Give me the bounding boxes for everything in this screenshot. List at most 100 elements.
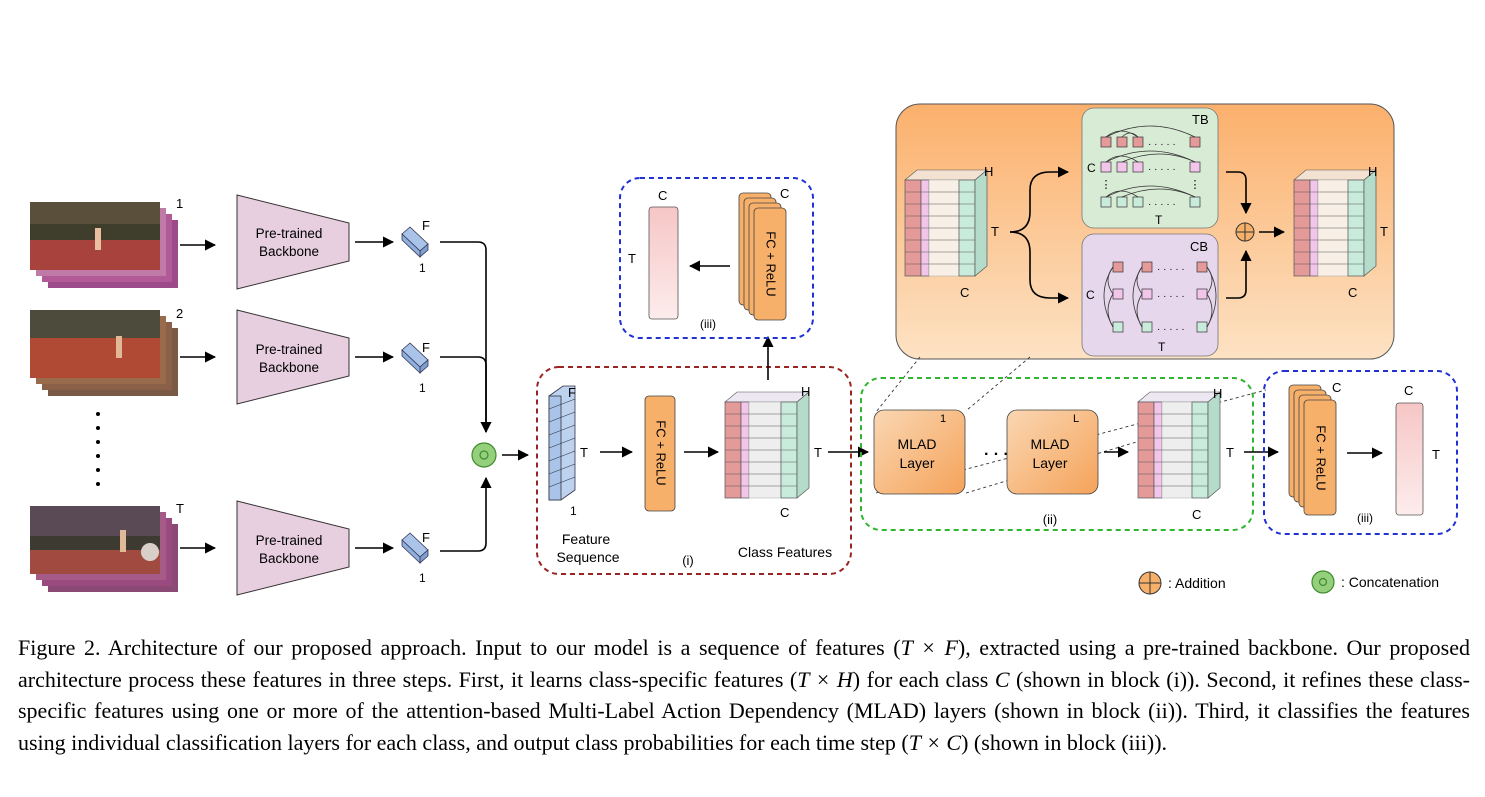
backbone-3: Pre-trained Backbone: [236, 500, 350, 596]
svg-text:FC + ReLU: FC + ReLU: [654, 420, 669, 485]
svg-text:FC + ReLU: FC + ReLU: [764, 231, 779, 296]
svg-text:MLAD: MLAD: [898, 436, 937, 452]
svg-text:T: T: [628, 251, 636, 266]
class-features-cube: H T C Class Features: [724, 384, 832, 560]
svg-text:Backbone: Backbone: [259, 244, 319, 259]
svg-text:Layer: Layer: [1032, 455, 1067, 471]
block-i-border: [536, 366, 852, 575]
class-probabilities-top: C T: [628, 188, 679, 320]
svg-text:C: C: [780, 505, 789, 520]
frame-stack-3: [30, 506, 178, 592]
svg-text:1: 1: [940, 413, 946, 425]
svg-text:F: F: [422, 530, 430, 545]
svg-text:C: C: [1086, 288, 1095, 302]
svg-text:CB: CB: [1190, 239, 1208, 254]
feature-vector-2: F 1: [401, 340, 430, 395]
frame-arrows: [180, 239, 217, 554]
svg-text:T: T: [1432, 447, 1440, 462]
figure-caption: Figure 2. Architecture of our proposed a…: [18, 635, 1470, 755]
svg-text:C: C: [1404, 383, 1413, 398]
backbone-1: Pre-trained Backbone: [236, 194, 350, 290]
svg-text:· · · · ·: · · · · ·: [1157, 291, 1185, 302]
svg-text:· · · · ·: · · · · ·: [1148, 139, 1176, 150]
svg-text:H: H: [1368, 164, 1377, 179]
backbone-arrows: [355, 236, 395, 554]
frame-label-1: 1: [176, 196, 183, 211]
block-i-label: (i): [682, 553, 694, 568]
mlad-ellipsis: · · ·: [984, 446, 1009, 463]
block-iii-right-border: [1263, 370, 1458, 535]
svg-text:MLAD: MLAD: [1031, 436, 1070, 452]
svg-text:F: F: [422, 218, 430, 233]
class-probabilities-right: C T: [1395, 383, 1440, 516]
svg-text:F: F: [422, 340, 430, 355]
legend-addition: : Addition: [1138, 571, 1226, 595]
block-ii-border: [860, 377, 1254, 531]
frame-stack-1: [30, 202, 178, 288]
cb-to-addition: [1226, 249, 1252, 299]
svg-text:L: L: [1073, 413, 1079, 425]
mlad-detail-panel: [895, 103, 1395, 360]
svg-text:T: T: [991, 224, 999, 239]
svg-text:T: T: [1380, 224, 1388, 239]
svg-text:1: 1: [419, 381, 426, 395]
svg-text:Feature: Feature: [562, 531, 610, 547]
frame-stack-2: [30, 310, 178, 396]
svg-text:Backbone: Backbone: [259, 551, 319, 566]
concatenation-node: [471, 442, 497, 468]
addition-node: [1235, 222, 1255, 242]
tb-to-addition: [1226, 171, 1252, 215]
backbone-2: Pre-trained Backbone: [236, 309, 350, 405]
svg-text:Pre-trained: Pre-trained: [256, 533, 323, 548]
svg-text:· · · · ·: · · · · ·: [1157, 324, 1185, 335]
svg-text:Sequence: Sequence: [556, 549, 619, 565]
svg-text:T: T: [580, 445, 588, 460]
fc-relu-block-i: FC + ReLU: [644, 395, 676, 512]
svg-text:H: H: [984, 164, 993, 179]
svg-text:1: 1: [570, 504, 577, 518]
refined-features-cube: H T C: [1137, 386, 1234, 522]
classifier-stack-right: FC + ReLU C: [1288, 380, 1341, 516]
block-iii-top-label: (iii): [700, 317, 716, 331]
svg-text:T: T: [1226, 445, 1234, 460]
block-iii-top-border: [619, 177, 814, 339]
frame-label-T: T: [176, 501, 184, 516]
svg-text:· · · · ·: · · · · ·: [1148, 164, 1176, 175]
svg-text:: Addition: : Addition: [1168, 575, 1226, 591]
svg-text:Pre-trained: Pre-trained: [256, 342, 323, 357]
svg-text:T: T: [814, 445, 822, 460]
svg-text:T: T: [1155, 213, 1163, 227]
class-block: CB C T · · · · · · · · · · · · · · ·: [1081, 233, 1219, 357]
svg-text:C: C: [1348, 285, 1357, 300]
block-iii-right-label: (iii): [1357, 511, 1373, 525]
block-ii-label: (ii): [1043, 512, 1057, 527]
svg-text:FC + ReLU: FC + ReLU: [1314, 425, 1329, 490]
mlad-layer-1: 1 MLAD Layer: [873, 409, 966, 495]
svg-text:Backbone: Backbone: [259, 360, 319, 375]
svg-text:Class Features: Class Features: [738, 544, 832, 560]
svg-text:H: H: [1213, 386, 1222, 401]
svg-text:⋮: ⋮: [1190, 179, 1201, 191]
temporal-block: TB C T · · · · · · · · · · · · · · · ⋮ ⋮: [1081, 107, 1219, 229]
legend-concatenation: : Concatenation: [1311, 570, 1439, 594]
feature-vector-3: F 1: [401, 530, 430, 585]
frame-label-2: 2: [176, 306, 183, 321]
feature-vector-1: F 1: [401, 218, 430, 275]
svg-text:Pre-trained: Pre-trained: [256, 226, 323, 241]
svg-text:F: F: [568, 385, 576, 400]
svg-text:1: 1: [419, 261, 426, 275]
concat-arrows: [440, 241, 530, 552]
svg-text:1: 1: [419, 571, 426, 585]
brace-to-cb: [1009, 231, 1070, 304]
svg-text:T: T: [1158, 340, 1166, 354]
brace-to-tb: [1009, 166, 1070, 233]
classifier-stack-top: FC + ReLU C: [738, 186, 789, 321]
detail-output-cube: H T C: [1293, 164, 1388, 300]
svg-text:TB: TB: [1192, 112, 1209, 127]
svg-text:C: C: [1087, 161, 1096, 175]
svg-text:⋮: ⋮: [1101, 179, 1112, 191]
svg-text:C: C: [780, 186, 789, 201]
svg-text:H: H: [801, 384, 810, 399]
vertical-ellipsis: [96, 412, 100, 486]
svg-text:: Concatenation: : Concatenation: [1341, 574, 1439, 590]
